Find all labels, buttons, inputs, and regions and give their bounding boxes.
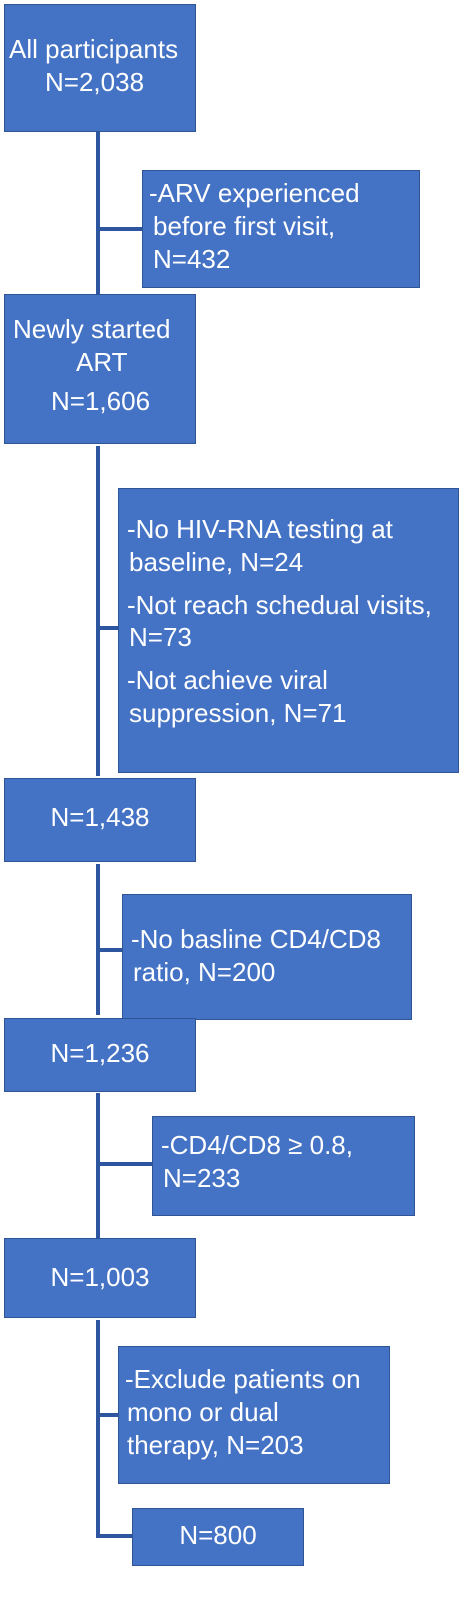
arv-exclusion-line-3: N=432: [153, 243, 231, 274]
connector-branch-final: [96, 1534, 132, 1538]
n1236-box: N=1,236: [4, 1018, 196, 1092]
ratio-exclusion-line-1: -CD4/CD8 ≥ 0.8,: [161, 1130, 353, 1160]
all-participants-label: All participants: [9, 34, 179, 64]
final-sample-count: N=800: [179, 1520, 257, 1550]
no-baseline-ratio-line-2: ratio, N=200: [133, 956, 276, 987]
no-hiv-rna-line-2: baseline, N=24: [129, 546, 304, 577]
n1003-box: N=1,003: [4, 1238, 196, 1318]
no-baseline-ratio-line-1: -No basline CD4/CD8: [131, 924, 381, 954]
connector-branch-2: [96, 626, 118, 630]
newly-started-line-1: Newly started: [13, 314, 171, 344]
arv-exclusion-line-2: before first visit,: [153, 210, 336, 241]
therapy-exclusion-line-3: therapy, N=203: [127, 1429, 304, 1460]
newly-started-count: N=1,606: [51, 385, 151, 416]
viral-suppression-line-2: suppression, N=71: [129, 697, 347, 728]
baseline-visits-suppression-exclusion-box: -No HIV-RNA testing at baseline, N=24 -N…: [118, 488, 459, 773]
all-participants-box: All participants N=2,038: [4, 4, 196, 132]
newly-started-line-2: ART: [76, 346, 128, 377]
therapy-exclusion-line-2: mono or dual: [127, 1396, 279, 1427]
n1236-count: N=1,236: [50, 1038, 150, 1068]
therapy-exclusion-box: -Exclude patients on mono or dual therap…: [118, 1346, 390, 1484]
all-participants-count: N=2,038: [45, 66, 145, 97]
cd4-cd8-missing-exclusion-box: -No basline CD4/CD8 ratio, N=200: [122, 894, 412, 1020]
viral-suppression-line-1: -Not achieve viral: [127, 665, 328, 695]
final-sample-box: N=800: [132, 1508, 304, 1566]
connector-vertical-5: [96, 1320, 100, 1538]
connector-vertical-1: [96, 132, 100, 294]
connector-vertical-3: [96, 864, 100, 1015]
cd4-cd8-ratio-exclusion-box: -CD4/CD8 ≥ 0.8, N=233: [152, 1116, 415, 1216]
connector-vertical-4: [96, 1093, 100, 1239]
n1438-box: N=1,438: [4, 778, 196, 862]
connector-branch-5: [96, 1413, 118, 1417]
n1438-count: N=1,438: [50, 802, 150, 832]
connector-branch-4: [96, 1162, 152, 1166]
arv-exclusion-line-1: -ARV experienced: [149, 178, 360, 208]
connector-vertical-2: [96, 446, 100, 776]
n1003-count: N=1,003: [50, 1262, 150, 1292]
newly-started-art-box: Newly started ART N=1,606: [4, 294, 196, 444]
ratio-exclusion-line-2: N=233: [163, 1162, 241, 1193]
schedual-visits-line-1: -Not reach schedual visits,: [127, 589, 432, 620]
no-hiv-rna-line-1: -No HIV-RNA testing at: [127, 514, 393, 544]
connector-branch-1: [96, 227, 142, 231]
arv-experienced-exclusion-box: -ARV experienced before first visit, N=4…: [142, 170, 420, 288]
schedual-visits-line-2: N=73: [129, 622, 192, 653]
therapy-exclusion-line-1: -Exclude patients on: [125, 1364, 361, 1394]
connector-branch-3: [96, 948, 122, 952]
